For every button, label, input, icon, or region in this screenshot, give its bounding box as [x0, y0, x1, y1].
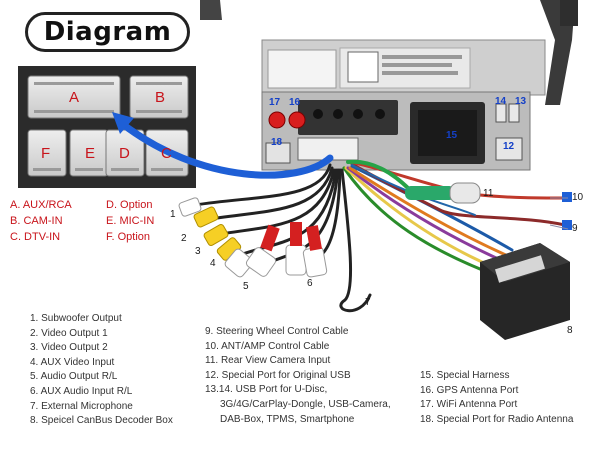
callout-5: 5 [243, 281, 249, 292]
camera-input-connector [405, 182, 481, 204]
legend-item: 3. Video Output 2 [30, 342, 108, 354]
plug-label-b: B [155, 89, 166, 106]
legend-item: 13.14. USB Port for U-Disc, [205, 384, 328, 396]
rear-panel-upper [298, 100, 398, 135]
callout-17: 17 [269, 97, 281, 108]
page-title: Diagram [25, 12, 190, 52]
steering-wheel-connector [562, 220, 572, 230]
radio-antenna-port [265, 142, 291, 164]
legend-item: 9. Steering Wheel Control Cable [205, 326, 349, 337]
legend-item: 7. External Microphone [30, 400, 133, 412]
legend-item: 8. Speicel CanBus Decoder Box [30, 415, 173, 427]
rca-plugs [178, 197, 328, 278]
plug-label-c: C [161, 145, 172, 162]
gps-antenna-port [288, 111, 306, 129]
canbus-decoder-box [480, 243, 570, 340]
plug-b [129, 75, 189, 119]
legend-item: 15. Special Harness [420, 370, 510, 381]
callout-4: 4 [210, 258, 216, 269]
legend-item: 18. Special Port for Radio Antenna [420, 413, 574, 425]
connector-closeup [18, 66, 196, 188]
legend-column-3: 15. Special Harness 16. GPS Antenna Port… [420, 369, 573, 427]
callout-8: 8 [567, 325, 573, 336]
plug-label-e: E [85, 145, 96, 162]
legend-column-2: 9. Steering Wheel Control Cable 10. ANT/… [205, 325, 391, 427]
plug-label-f: F [41, 145, 51, 162]
connector-label-c: C. DTV-IN [10, 231, 61, 243]
usb-port-13 [508, 103, 520, 123]
connector-label-b: B. CAM-IN [10, 215, 63, 227]
wifi-antenna-port [268, 111, 286, 129]
callout-14: 14 [495, 96, 507, 107]
callout-16: 16 [289, 97, 301, 108]
callout-15: 15 [446, 130, 458, 141]
chassis-label-sticker [267, 49, 337, 89]
bracket-left [200, 0, 222, 20]
legend-item: 2. Video Output 1 [30, 327, 108, 339]
legend-item: DAB-Box, TPMS, Smartphone [220, 413, 355, 425]
callout-6: 6 [307, 278, 313, 289]
connector-label-e: E. MIC-IN [106, 215, 155, 227]
legend-item: 11. Rear View Camera Input [205, 355, 331, 367]
plug-a [27, 75, 121, 119]
callout-2: 2 [181, 233, 187, 244]
plug-label-a: A [69, 89, 80, 106]
legend-item: 6. AUX Audio Input R/L [30, 385, 133, 397]
callout-9: 9 [572, 223, 578, 234]
callout-13: 13 [515, 96, 527, 107]
legend-item: 17. WiFi Antenna Port [420, 399, 518, 411]
legend-item: 5. Audio Output R/L [30, 371, 118, 383]
original-usb-port [495, 137, 523, 161]
pointer-arrow [116, 118, 334, 179]
legend-item: 3G/4G/CarPlay-Dongle, USB-Camera, [220, 398, 391, 410]
usb-port-14 [495, 103, 507, 123]
cable-bundle [193, 159, 567, 313]
callout-18: 18 [271, 137, 283, 148]
callout-3: 3 [195, 246, 201, 257]
connector-label-a: A. AUX/RCA [10, 199, 72, 211]
legend-item: 16. GPS Antenna Port [420, 384, 519, 396]
connector-label-d: D. Option [106, 199, 153, 211]
plug-label-d: D [119, 145, 130, 162]
head-unit-chassis [261, 39, 546, 171]
callout-10: 10 [572, 192, 584, 203]
callout-7: 7 [365, 297, 371, 308]
ant-amp-connector [562, 192, 572, 202]
legend-item: 12. Special Port for Original USB [205, 369, 351, 381]
connector-label-f: F. Option [106, 231, 151, 243]
callout-12: 12 [503, 141, 515, 152]
legend-item: 4. AUX Video Input [30, 356, 115, 368]
legend-item: 10. ANT/AMP Control Cable [205, 340, 330, 352]
bracket-right [540, 0, 575, 105]
bracket-right-top [560, 0, 578, 26]
plug-f [27, 129, 67, 177]
leader-lines [549, 197, 569, 230]
legend-column-1: 1. Subwoofer Output 2. Video Output 1 3.… [30, 312, 173, 429]
legend-item: 1. Subwoofer Output [30, 313, 122, 324]
callout-11: 11 [483, 188, 494, 199]
callout-1: 1 [170, 209, 176, 220]
pointer-arrowhead [112, 112, 134, 134]
